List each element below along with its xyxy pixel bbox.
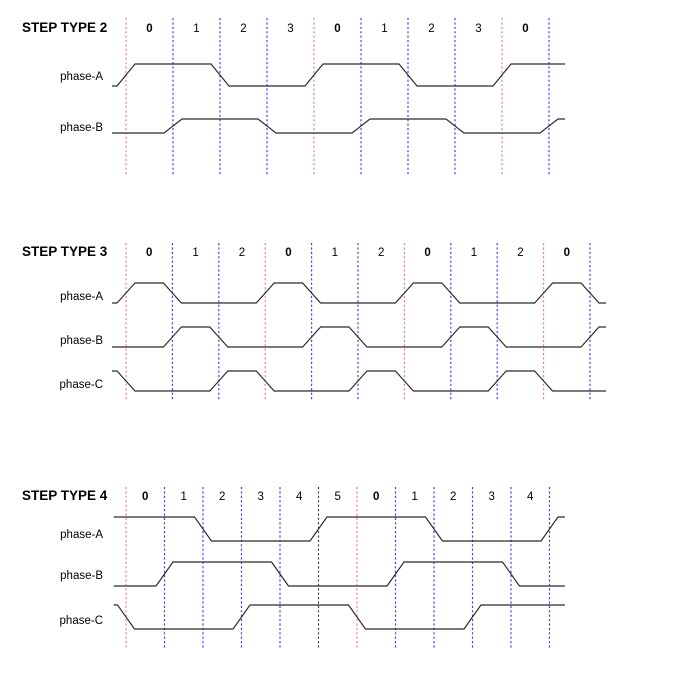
gridlines-step-type-2 <box>125 18 550 175</box>
phase-label-phase-C: phase-C <box>60 615 103 627</box>
waveform-phase-B <box>112 326 606 348</box>
phase-step-type-2-phase-B: phase-B <box>60 118 565 134</box>
step-label: 2 <box>240 23 246 35</box>
step-label: 3 <box>287 23 293 35</box>
section-title-step-type-4: STEP TYPE 4 <box>22 488 108 503</box>
waveform-phase-A <box>113 516 565 542</box>
section-step-type-4: STEP TYPE 4 0 1 2 3 4 5 0 1 2 3 4 phase-A phase-B phas… <box>22 487 565 648</box>
step-label: 1 <box>192 247 198 259</box>
step-labels-step-type-4: 0 1 2 3 4 5 0 1 2 3 4 <box>142 491 534 503</box>
step-label: 4 <box>527 491 534 503</box>
step-label: 2 <box>428 23 434 35</box>
phase-step-type-3-phase-A: phase-A <box>60 282 606 304</box>
phase-step-type-2-phase-A: phase-A <box>60 63 565 87</box>
waveform-phase-B <box>113 561 565 587</box>
section-step-type-3: STEP TYPE 3 0 1 2 0 1 2 0 1 2 0 phase-A phase-B phase… <box>22 243 606 400</box>
step-label: 0 <box>285 247 291 259</box>
step-label: 0 <box>142 491 148 503</box>
section-title-step-type-3: STEP TYPE 3 <box>22 244 108 259</box>
step-label: 0 <box>373 491 379 503</box>
step-label: 3 <box>258 491 264 503</box>
step-label: 5 <box>335 491 341 503</box>
step-label: 0 <box>146 23 152 35</box>
gridlines-step-type-3 <box>125 243 591 400</box>
phase-label-phase-A: phase-A <box>60 529 103 541</box>
waveform-phase-C <box>112 370 606 392</box>
step-label: 1 <box>193 23 199 35</box>
phase-step-type-3-phase-B: phase-B <box>60 326 606 348</box>
waveform-phase-C <box>113 604 565 630</box>
phase-label-phase-B: phase-B <box>60 122 103 134</box>
phase-label-phase-B: phase-B <box>60 335 103 347</box>
step-label: 2 <box>219 491 225 503</box>
step-label: 4 <box>296 491 303 503</box>
phase-step-type-4-phase-C: phase-C <box>60 604 565 630</box>
step-label: 1 <box>181 491 187 503</box>
phase-label-phase-B: phase-B <box>60 570 103 582</box>
step-label: 0 <box>146 247 152 259</box>
step-label: 1 <box>332 247 338 259</box>
step-label: 0 <box>334 23 340 35</box>
waveform-phase-B <box>112 118 565 134</box>
step-labels-step-type-3: 0 1 2 0 1 2 0 1 2 0 <box>146 247 570 259</box>
phase-step-type-3-phase-C: phase-C <box>60 370 606 392</box>
phase-label-phase-A: phase-A <box>60 71 103 83</box>
phase-label-phase-A: phase-A <box>60 291 103 303</box>
phase-step-type-4-phase-B: phase-B <box>60 561 565 587</box>
step-label: 0 <box>522 23 528 35</box>
step-label: 2 <box>378 247 384 259</box>
step-label: 2 <box>450 491 456 503</box>
step-label: 3 <box>489 491 495 503</box>
section-step-type-2: STEP TYPE 2 0 1 2 3 0 1 2 3 0 phase-A phase-B <box>22 18 565 175</box>
step-labels-step-type-2: 0 1 2 3 0 1 2 3 0 <box>146 23 528 35</box>
step-label: 1 <box>412 491 418 503</box>
phase-step-type-4-phase-A: phase-A <box>60 516 565 542</box>
step-label: 0 <box>424 247 430 259</box>
waveform-phase-A <box>112 282 606 304</box>
section-title-step-type-2: STEP TYPE 2 <box>22 20 107 35</box>
step-label: 2 <box>239 247 245 259</box>
phase-label-phase-C: phase-C <box>60 379 103 391</box>
step-label: 0 <box>564 247 570 259</box>
waveform-phase-A <box>112 63 565 87</box>
step-label: 2 <box>517 247 523 259</box>
step-label: 1 <box>471 247 477 259</box>
gridlines-step-type-4 <box>125 487 551 648</box>
step-label: 3 <box>475 23 481 35</box>
step-label: 1 <box>381 23 387 35</box>
